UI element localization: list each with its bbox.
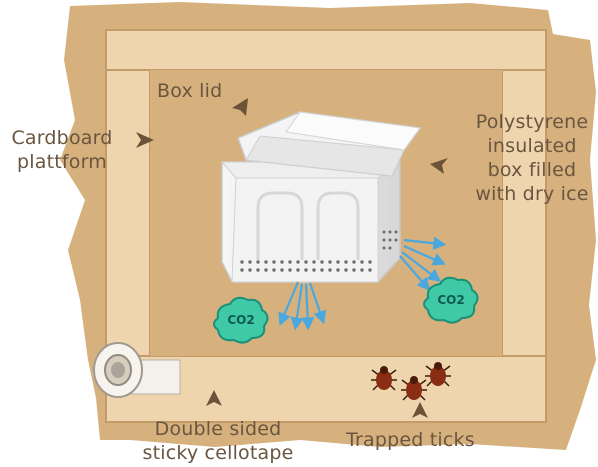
- tick-2: [401, 376, 427, 401]
- gas-arrows-bottom: [278, 281, 327, 331]
- label-box-lid: Box lid: [157, 80, 223, 102]
- label-cardboard-platform: Cardboard plattform: [0, 126, 124, 174]
- label-line: Cardboard: [11, 127, 113, 149]
- co2-left-text: CO2: [227, 313, 254, 327]
- label-polystyrene-box: Polystyrene insulated box filled with dr…: [462, 110, 598, 206]
- pointer-ticks: [412, 402, 428, 418]
- co2-badge-left: [213, 296, 269, 344]
- label-line: Double sided: [154, 418, 282, 440]
- label-trapped-ticks: Trapped ticks: [346, 429, 475, 451]
- label-line: Polystyrene: [475, 111, 589, 133]
- label-line: plattform: [17, 151, 107, 173]
- tick-1: [371, 366, 397, 391]
- box-lid: [237, 111, 422, 177]
- tick-3: [425, 362, 451, 387]
- pointer-cardboard: [136, 132, 154, 148]
- pointer-tape: [206, 390, 222, 406]
- co2-badge-right: [423, 276, 479, 324]
- co2-right-text: CO2: [437, 293, 464, 307]
- label-double-sided-tape: Double sided sticky cellotape: [127, 417, 309, 465]
- gas-arrows-right: [399, 236, 447, 291]
- pointer-polystyrene: [430, 158, 448, 174]
- label-line: sticky cellotape: [142, 442, 294, 464]
- label-line: insulated: [487, 135, 577, 157]
- label-line: box filled: [487, 159, 577, 181]
- label-line: with dry ice: [475, 183, 589, 205]
- polystyrene-box: [220, 161, 402, 283]
- tape-roll: [93, 342, 181, 398]
- pointer-box-lid: [232, 98, 248, 116]
